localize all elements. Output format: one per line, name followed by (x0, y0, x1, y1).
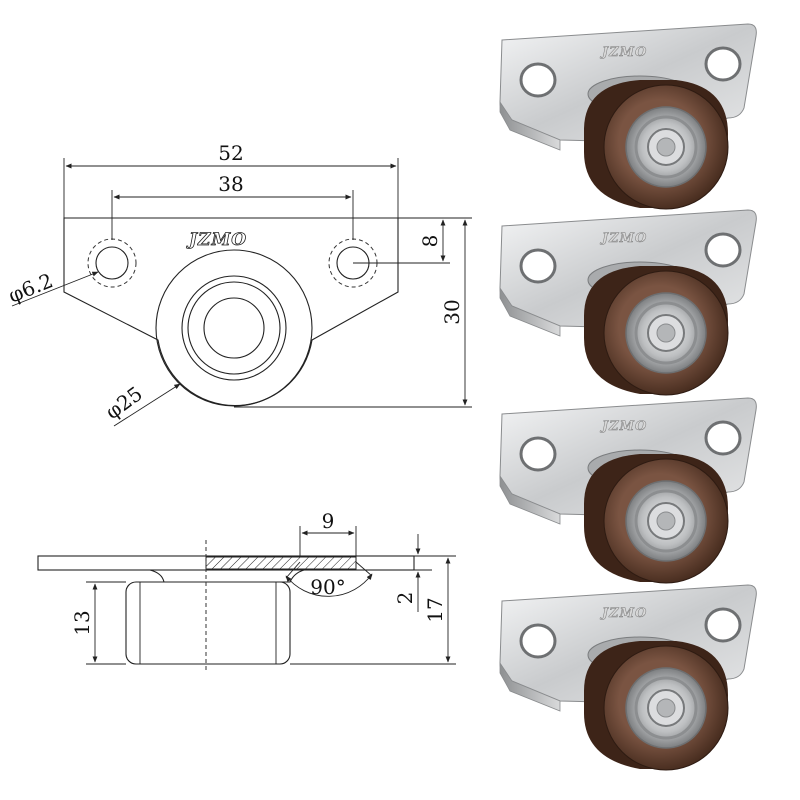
brand-logo: JZMO (186, 230, 247, 250)
hub-ring (634, 115, 698, 179)
plate-edge (499, 661, 561, 712)
brand-logo: JZMO (599, 45, 647, 60)
dim-total-height: 17 (423, 597, 447, 622)
hole-left-clearance (87, 238, 137, 288)
plate-edge (499, 100, 561, 151)
dim-height: 30 (440, 299, 464, 324)
mount-hole (704, 420, 742, 456)
caster-photo-3: JZMO (499, 397, 757, 584)
product-photos: JZMO JZMO JZMO JZMO (499, 23, 757, 771)
axle (656, 137, 676, 157)
angle-leg (355, 561, 373, 577)
mount-hole (704, 46, 742, 82)
mount-hole (519, 62, 557, 98)
dim-wheel-diameter: φ25 (101, 381, 147, 424)
mount-hole (519, 436, 557, 472)
mount-hole (519, 248, 557, 284)
dim-hole-offset: 8 (418, 235, 442, 248)
dim-plate-inset: 9 (322, 509, 335, 533)
caster-photo-1: JZMO (499, 23, 757, 210)
angle-leg (285, 561, 301, 579)
brand-logo: JZMO (599, 606, 647, 621)
brand-logo: JZMO (599, 419, 647, 434)
mount-hole (704, 232, 742, 268)
side-plate-section (205, 556, 357, 570)
wheel-outline (155, 249, 313, 407)
hub-outer (181, 275, 287, 381)
hub-ring (634, 489, 698, 553)
axle (656, 323, 676, 343)
side-view: 9 90° 2 17 13 (37, 509, 456, 670)
leader-wheel-diameter (113, 383, 181, 427)
hub-inner (203, 297, 265, 359)
dim-wheel-height: 13 (70, 610, 94, 635)
plate-edge (499, 474, 561, 525)
mount-hole (519, 623, 557, 659)
dim-width: 52 (218, 141, 243, 165)
hub-ring (187, 281, 281, 375)
dim-hole-spacing: 38 (218, 172, 243, 196)
leader-hole-diameter (11, 271, 99, 307)
top-view: JZMO 52 38 8 30 φ6.2 φ25 (5, 141, 472, 427)
dim-hole-diameter: φ6.2 (5, 268, 56, 307)
hub-ring (634, 676, 698, 740)
caster-photo-4: JZMO (499, 584, 757, 771)
hole-left (95, 246, 129, 280)
side-wheel (125, 581, 291, 665)
angle-arc (285, 573, 373, 597)
dim-plate-thickness: 2 (393, 592, 417, 605)
caster-photo-2: JZMO (499, 209, 757, 396)
mount-hole (704, 607, 742, 643)
plate-edge (499, 286, 561, 337)
dim-swivel-angle: 90° (310, 575, 345, 599)
brand-logo: JZMO (599, 231, 647, 246)
side-plate (37, 555, 415, 571)
swivel-housing (149, 569, 305, 583)
hub-ring (634, 301, 698, 365)
axle (656, 698, 676, 718)
axle (656, 511, 676, 531)
